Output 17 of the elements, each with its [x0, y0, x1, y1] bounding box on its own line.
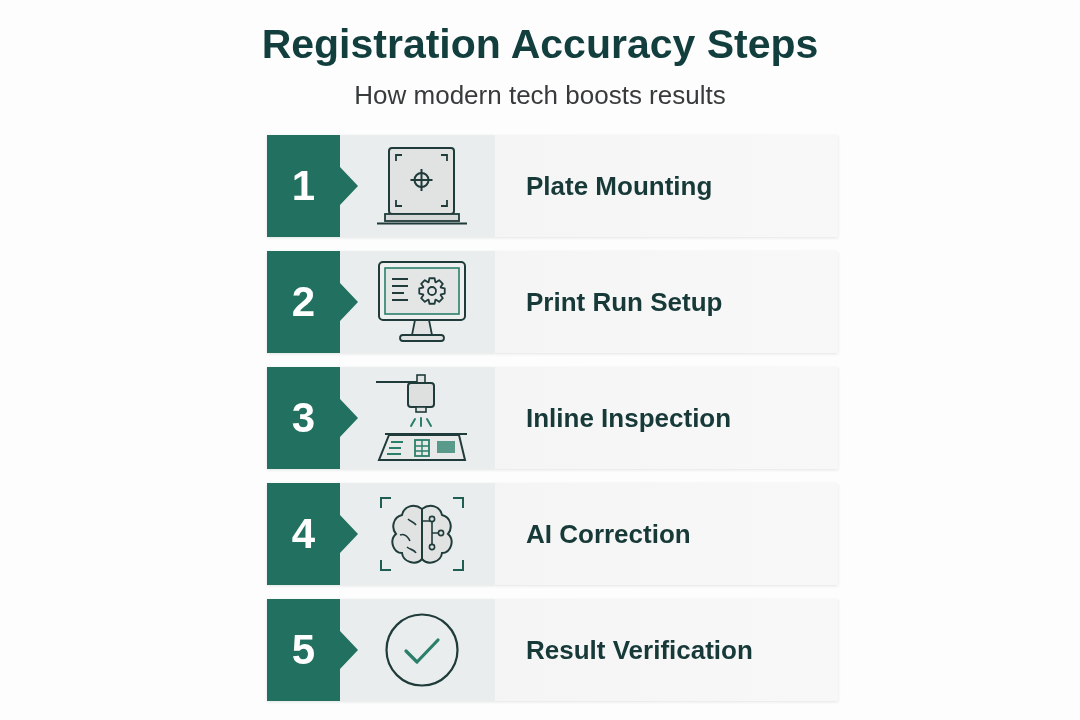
- step-label: Print Run Setup: [526, 287, 723, 317]
- subtitle: How modern tech boosts results: [354, 80, 726, 110]
- step-label: Result Verification: [526, 635, 753, 665]
- step-number-tab: 1: [267, 135, 358, 237]
- step-label: AI Correction: [526, 519, 691, 549]
- step-label: Plate Mounting: [526, 171, 713, 201]
- step-number-tab: 3: [267, 367, 358, 469]
- step-label: Inline Inspection: [526, 403, 732, 433]
- step-card: [267, 251, 838, 353]
- step-number-tab: 2: [267, 251, 358, 353]
- step-card: [267, 599, 838, 701]
- step-number-tab: 5: [267, 599, 358, 701]
- step-card: [267, 135, 838, 237]
- diagram-title: Registration Accuracy Steps: [261, 20, 819, 68]
- step-card: [267, 367, 838, 469]
- step-number-tab: 4: [267, 483, 358, 585]
- step-card: [267, 483, 838, 585]
